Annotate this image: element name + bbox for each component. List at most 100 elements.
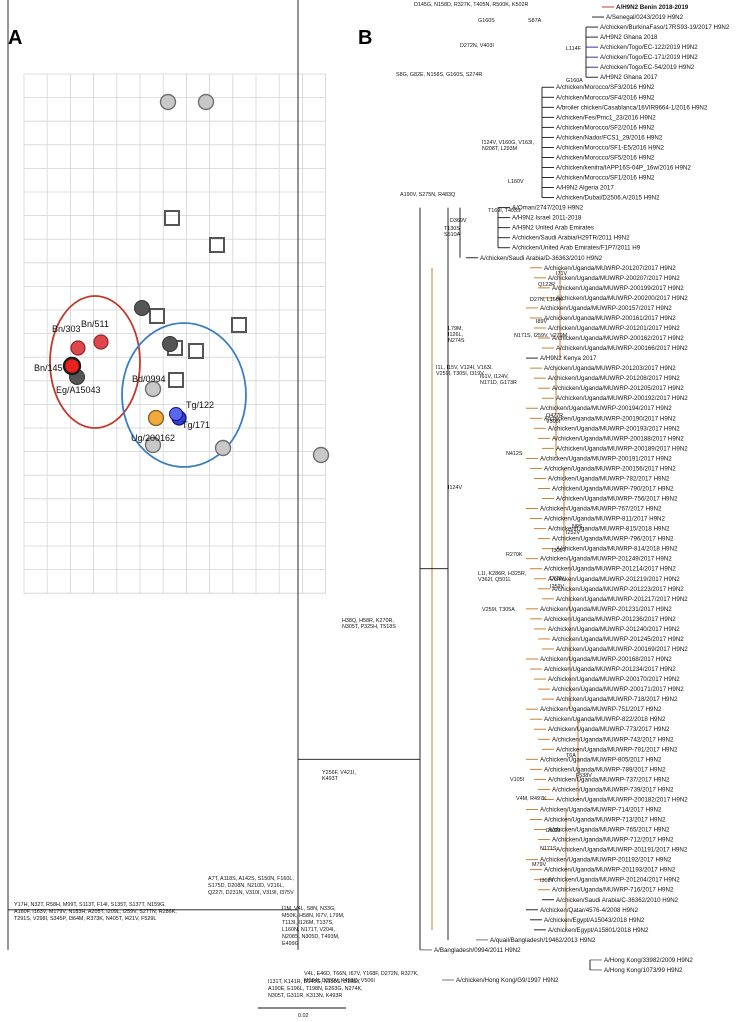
tree-taxon-label: A/chicken/Uganda/MUWRP-200156/2017 H9N2: [544, 465, 676, 472]
mutation-label: D145G, N158D, R327K, T405N, R500K, K502R: [414, 2, 528, 8]
antigen-dark: [134, 300, 150, 316]
mutation-label: F538V: [576, 773, 592, 779]
tree-taxon-label: A/chicken/Uganda/MUWRP-739/2017 H9N2: [552, 786, 674, 793]
tree-taxon-label: A/chicken/Uganda/MUWRP-201205/2017 H9N2: [552, 385, 684, 392]
mutation-label: N305T, G311R, K313N, K493R: [268, 993, 342, 999]
mutation-label: Y256F, V421I,: [322, 770, 356, 776]
mutation-label: N412S: [506, 451, 523, 457]
tree-taxon-label: A/chicken/Uganda/MUWRP-201204/2017 H9N2: [548, 877, 680, 884]
tree-taxon-label: A/Oman/2747/2019 H9N2: [512, 205, 584, 212]
mutation-label: I1L, I15V, V124I, V163I,: [436, 365, 493, 371]
tree-taxon-label: A/chicken/Uganda/MUWRP-756/2017 H9N2: [556, 496, 678, 503]
mutation-label: I252V: [566, 530, 580, 536]
label-bn303: Bn/303: [52, 324, 81, 334]
panel-b-label: B: [358, 27, 372, 49]
label-tg122: Tg/122: [186, 400, 214, 410]
tree-taxon-label: A/chicken/Morocco/SF2/2016 H9N2: [556, 124, 655, 131]
mutation-label: I305T: [540, 878, 554, 884]
antigen-dark-2: [162, 336, 178, 352]
antigen-benin-145: [62, 356, 82, 376]
mutation-label: I71V: [556, 271, 567, 277]
tree-taxon-label: A/chicken/Uganda/MUWRP-782/2017 H9N2: [548, 475, 670, 482]
mutation-label: I61V, I124V,: [480, 374, 509, 380]
tree-taxon-label: A/chicken/Uganda/MUWRP-201234/2017 H9N2: [544, 666, 676, 673]
tree-taxon-label: A/chicken/Uganda/MUWRP-201249/2017 H9N2: [540, 556, 672, 563]
antigen-uganda-200162: [147, 409, 165, 427]
mutation-label: M79V: [532, 862, 546, 868]
mutation-label: L79M,: [448, 326, 463, 332]
tree-taxon-label: A/chicken/Uganda/MUWRP-713/2017 H9N2: [544, 817, 666, 824]
mutation-label: D63N,: [550, 576, 566, 582]
mutation-label: K493T: [322, 776, 339, 782]
antigen-togo-122: [169, 407, 183, 421]
tree-taxon-label: A/chicken/Uganda/MUWRP-200169/2017 H9N2: [556, 646, 688, 653]
tree-taxon-label: A/chicken/Uganda/MUWRP-201203/2017 H9N2: [544, 365, 676, 372]
tree-taxon-label: A/broiler chicken/Casablanca/16VIR9664-1…: [556, 104, 708, 111]
tree-taxa: A/H9N2 Benin 2018-2019A/Senegal/0243/201…: [434, 4, 730, 984]
tree-taxon-label: A/chicken/Uganda/MUWRP-737/2017 H9N2: [548, 776, 670, 783]
mutation-label: T291S, V298I, S345P, I364M, R373K, N405T…: [14, 916, 156, 922]
mutation-label: N9S,: [572, 524, 584, 530]
tree-taxon-label: A/Hong Kong/1073/99 H9N2: [604, 967, 683, 974]
mutation-label: I1M, V4L, S8N, N33G,: [282, 906, 336, 912]
tree-taxon-label: A/chicken/Morocco/SF1/2016 H9N2: [556, 175, 655, 182]
mutation-label: M364I, D369V, K493Q, V506I: [304, 978, 375, 984]
mutation-label: V506I: [546, 419, 560, 425]
tree-taxon-label: A/chicken/Uganda/MUWRP-201201/2017 H9N2: [548, 325, 680, 332]
mutation-label: I131T, K141R, D145G, N158S, D188Y,: [268, 979, 361, 985]
mutation-label: G160S: [478, 18, 495, 24]
tree-taxon-label: A/chicken/Uganda/MUWRP-718/2017 H9N2: [556, 696, 678, 703]
mutation-label: I305T: [552, 548, 566, 554]
tree-taxon-label: A/H9N2 Ghana 2018: [600, 34, 658, 41]
mutation-label: D27N, L160H: [530, 297, 563, 303]
mutation-label: I259V: [550, 584, 564, 590]
antigen-benin-303: [70, 340, 86, 356]
tree-taxon-label: A/chicken/Uganda/MUWRP-201191/2017 H9N2: [556, 847, 688, 854]
tree-taxon-label: A/chicken/Uganda/MUWRP-201208/2017 H9N2: [548, 375, 680, 382]
mutation-label: E499G: [282, 941, 299, 947]
tree-taxon-label: A/chicken/Uganda/MUWRP-811/2017 H9N2: [544, 516, 666, 523]
tree-taxon-label: A/chicken/Morocco/SF5/2016 H9N2: [556, 154, 655, 161]
tree-taxon-label: A/Bangladesh/0994/2011 H9N2: [434, 947, 521, 954]
tree-taxon-label: A/chicken/Uganda/MUWRP-201223/2017 H9N2: [552, 586, 684, 593]
tree-taxon-label: A/chicken/Togo/EC-54/2019 H9N2: [600, 64, 695, 71]
mutation-label: V259I, T305A: [482, 607, 515, 613]
label-bd0994: Bd/0994: [132, 374, 166, 384]
tree-taxon-label: A/chicken/Hong Kong/G9/1997 H9N2: [456, 977, 559, 984]
tree-taxon-label: A/chicken/Uganda/MUWRP-200157/2017 H9N2: [540, 305, 672, 312]
mutation-label: I124V, V160G, V163I,: [482, 140, 534, 146]
tree-taxon-label: A/chicken/BurkinaFaso/17RS93-19/2017 H9N…: [600, 24, 730, 31]
tree-taxon-label: A/chicken/Uganda/MUWRP-200194/2017 H9N2: [540, 405, 672, 412]
mutation-label: D272N, V403I: [460, 43, 494, 49]
tree-taxon-label: A/chicken/Uganda/MUWRP-201217/2017 H9N2: [556, 596, 688, 603]
mutation-label: T169I, T405S: [488, 208, 521, 214]
mutation-label: H38Q, H58R, K270R,: [342, 618, 394, 624]
mutation-label: N208T, L293M: [482, 146, 518, 152]
tree-taxon-label: A/chicken/Qatar/4576-4/2008 H9N2: [540, 907, 639, 914]
tree-taxon-label: A/chicken/Uganda/MUWRP-767/2017 H9N2: [540, 506, 662, 513]
tree-taxon-label: A/chicken/Togo/EC-122/2019 H9N2: [600, 44, 698, 51]
tree-taxon-label: A/chicken/Uganda/MUWRP-200161/2017 H9N2: [544, 315, 676, 322]
tree-taxon-label: A/chicken/Uganda/MUWRP-742/2017 H9N2: [552, 736, 674, 743]
mutation-label: T6A: [566, 753, 576, 759]
tree-taxon-label: A/chicken/Uganda/MUWRP-200193/2017 H9N2: [548, 425, 680, 432]
mutation-label: Q477R,: [546, 413, 565, 419]
tree-taxon-label: A/chicken/Uganda/MUWRP-201192/2017 H9N2: [540, 857, 672, 864]
west-africa-cluster-circle: [121, 322, 247, 468]
tree-taxon-label: A/chicken/Uganda/MUWRP-200170/2017 H9N2: [548, 676, 680, 683]
tree-taxon-label: A/chicken/Uganda/MUWRP-789/2017 H9N2: [544, 766, 666, 773]
tree-taxon-label: A/chicken/Uganda/MUWRP-822/2018 H9N2: [544, 716, 666, 723]
tree-taxon-label: A/chicken/Morocco/SF3/2016 H9N2: [556, 84, 655, 91]
antigen-benin-511: [93, 334, 109, 350]
tree-taxon-label: A/chicken/Uganda/MUWRP-200189/2017 H9N2: [556, 445, 688, 452]
tree-taxon-label: A/chicken/Egypt/A15801/2018 H9N2: [548, 927, 649, 934]
tree-mutations: D145G, N158D, R327K, T405N, R500K, K502R…: [14, 2, 592, 999]
tree-taxon-label: A/chicken/Uganda/MUWRP-200166/2017 H9N2: [556, 345, 688, 352]
tree-taxon-label: A/chicken/Uganda/MUWRP-201240/2017 H9N2: [548, 626, 680, 633]
tree-taxon-label: A/chicken/Uganda/MUWRP-790/2017 H9N2: [552, 485, 674, 492]
mutation-label: A190V, S275N, R483Q: [400, 192, 455, 198]
mutation-label: Q122R: [538, 282, 555, 288]
label-tg171: Tg/171: [182, 420, 210, 430]
tree-taxon-label: A/chicken/Uganda/MUWRP-200182/2017 H9N2: [556, 796, 688, 803]
